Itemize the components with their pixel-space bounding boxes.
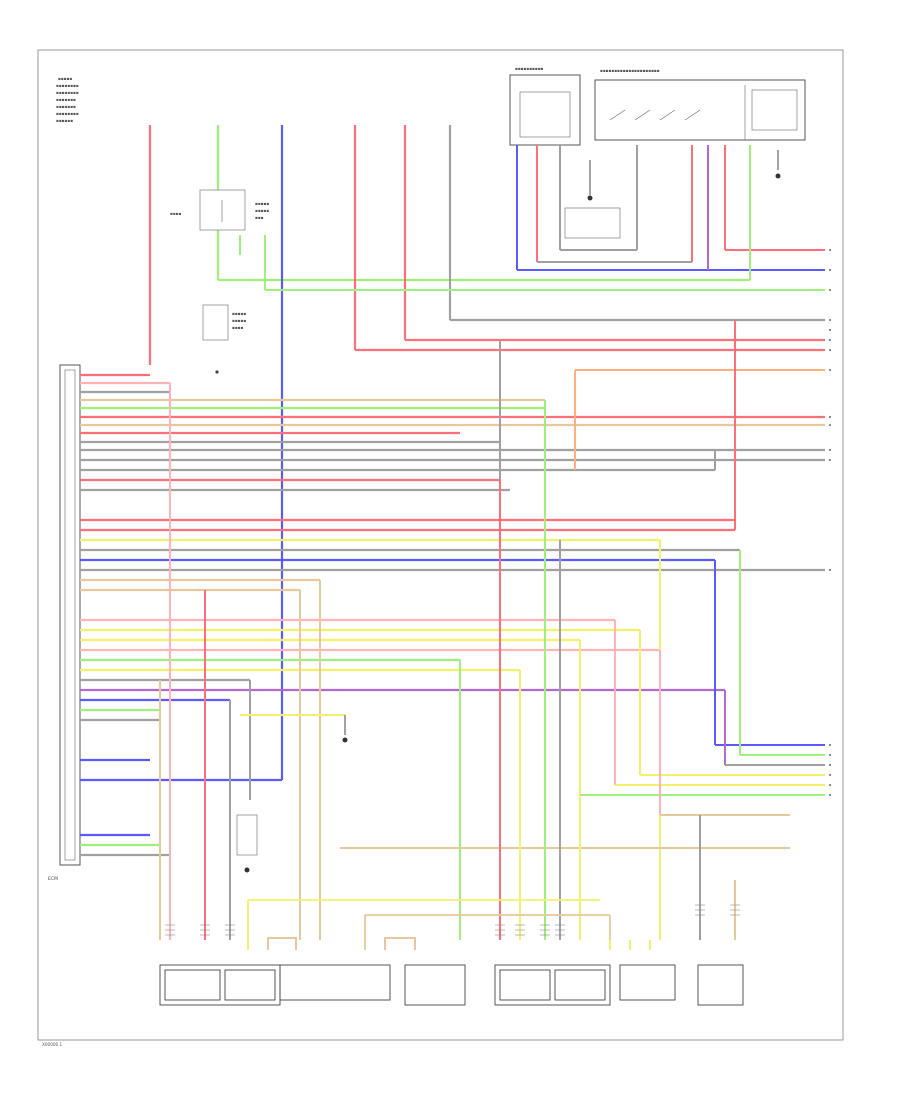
- top-right-wires: [516, 145, 825, 280]
- svg-text:▪▪▪▪▪▪▪: ▪▪▪▪▪▪▪: [56, 97, 76, 102]
- bottom-drops: [159, 383, 736, 940]
- svg-text:▪▪▪▪: ▪▪▪▪: [232, 325, 244, 330]
- svg-text:▪▪▪▪▪▪▪: ▪▪▪▪▪▪▪: [56, 104, 76, 109]
- footer-code: X00000.1: [42, 1042, 63, 1047]
- relay-left: ▪▪▪▪ ▪▪▪▪▪▪▪▪▪▪▪▪▪: [170, 189, 825, 291]
- svg-text:▪▪▪▪▪▪▪▪▪▪▪▪▪▪▪▪▪▪▪▪▪: ▪▪▪▪▪▪▪▪▪▪▪▪▪▪▪▪▪▪▪▪▪: [600, 68, 660, 73]
- bottom-modules: [159, 964, 744, 1006]
- ecm-connector: ECM: [48, 364, 81, 882]
- svg-text:▪▪▪: ▪▪▪: [255, 215, 264, 220]
- right-terminals: [829, 249, 831, 796]
- svg-text:▪▪▪▪▪▪: ▪▪▪▪▪▪: [56, 118, 73, 123]
- fuse-left: ▪▪▪▪▪▪▪▪▪▪▪▪▪▪: [202, 304, 246, 374]
- svg-text:▪▪▪▪: ▪▪▪▪: [170, 211, 182, 216]
- ecm-label: ECM: [48, 876, 58, 882]
- svg-text:▪▪▪▪▪: ▪▪▪▪▪: [255, 201, 269, 206]
- ground-symbols: [236, 737, 348, 873]
- svg-text:▪▪▪▪▪▪▪▪: ▪▪▪▪▪▪▪▪: [56, 83, 79, 88]
- svg-text:▪▪▪▪▪▪▪▪: ▪▪▪▪▪▪▪▪: [56, 90, 79, 95]
- top-fuse-labels: ▪▪▪▪▪▪▪▪▪▪▪▪▪▪▪▪▪▪▪▪▪ ▪▪▪▪▪▪▪▪▪▪▪▪▪▪▪▪▪▪…: [56, 76, 79, 123]
- svg-text:▪▪▪▪▪: ▪▪▪▪▪: [255, 208, 269, 213]
- jumper-loops: [247, 937, 651, 950]
- svg-text:▪▪▪▪▪: ▪▪▪▪▪: [58, 76, 72, 81]
- power-wires: [148, 125, 825, 780]
- diagram-frame: [37, 49, 844, 1041]
- svg-text:▪▪▪▪▪: ▪▪▪▪▪: [232, 311, 246, 316]
- right-drops: [340, 320, 825, 940]
- svg-text:▪▪▪▪▪▪▪▪: ▪▪▪▪▪▪▪▪: [56, 111, 79, 116]
- top-right-grounds: [564, 150, 781, 239]
- svg-text:▪▪▪▪▪▪▪▪▪▪: ▪▪▪▪▪▪▪▪▪▪: [515, 66, 544, 71]
- bottom-pins: [165, 904, 740, 936]
- bottom-bus: [247, 899, 611, 950]
- svg-text:▪▪▪▪▪: ▪▪▪▪▪: [232, 318, 246, 323]
- ecm-harness: [80, 373, 825, 857]
- top-right-module: ▪▪▪▪▪▪▪▪▪▪ ▪▪▪▪▪▪▪▪▪▪▪▪▪▪▪▪▪▪▪▪▪: [509, 66, 806, 146]
